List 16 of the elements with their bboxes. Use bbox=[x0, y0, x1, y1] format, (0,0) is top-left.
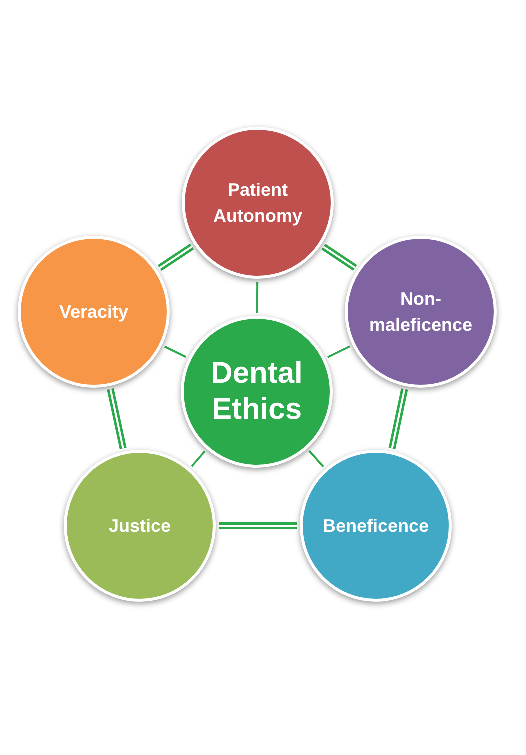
connector-line bbox=[158, 244, 194, 272]
principle-label: Dental Ethics bbox=[210, 356, 304, 428]
connector-line bbox=[308, 450, 324, 468]
principle-label: Non-maleficence bbox=[368, 288, 474, 337]
connector-line bbox=[328, 346, 350, 358]
principle-label: Veracity bbox=[58, 301, 130, 324]
connector-line bbox=[219, 522, 297, 530]
principle-label: Beneficence bbox=[322, 515, 430, 538]
principle-label: Patient Autonomy bbox=[212, 179, 304, 228]
connector-line bbox=[107, 388, 127, 450]
principle-label: Justice bbox=[108, 515, 172, 538]
connector-line bbox=[322, 244, 358, 271]
connector-line bbox=[256, 282, 259, 313]
connector-line bbox=[191, 450, 206, 468]
connector-line bbox=[388, 388, 408, 450]
connector-line bbox=[164, 346, 187, 358]
